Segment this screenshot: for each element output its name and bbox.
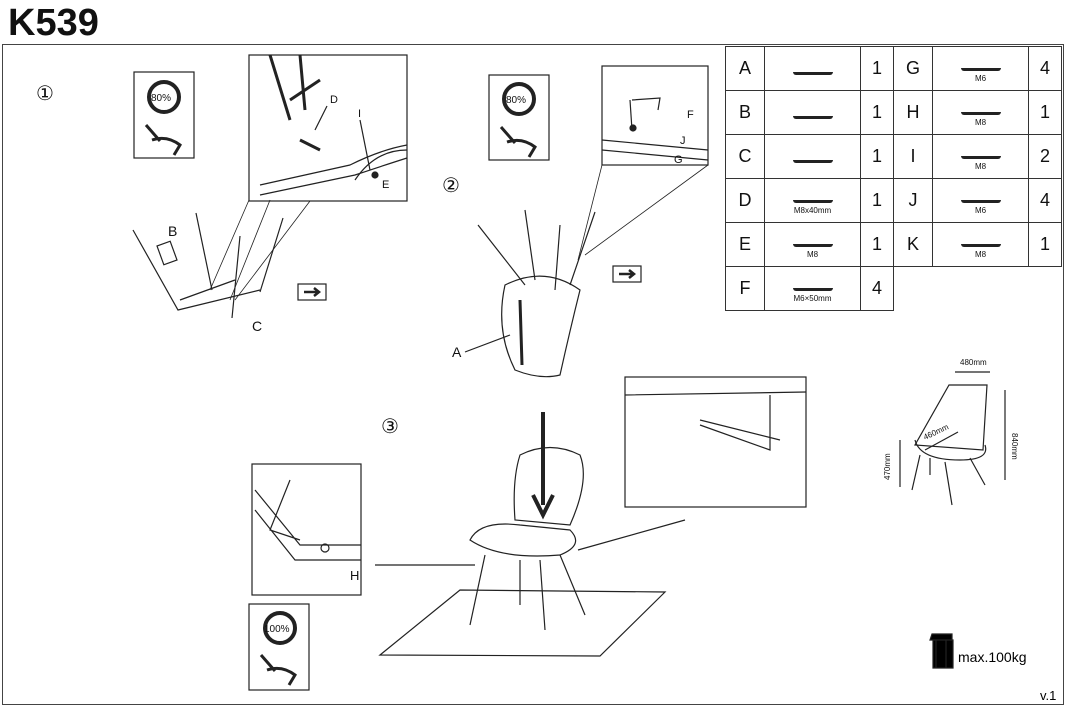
version-label: v.1 — [1040, 688, 1057, 703]
product-code-title: K539 — [8, 2, 99, 44]
step-1-detail: D I E B C — [132, 54, 408, 334]
empty-cell — [894, 267, 1062, 311]
washer-icon — [960, 144, 1001, 159]
part-image-cell: M8 — [932, 222, 1029, 267]
part-letter: E — [725, 222, 765, 267]
part-spec: M6 — [974, 205, 987, 215]
washer-icon — [960, 56, 1001, 71]
svg-text:840mm: 840mm — [1010, 433, 1019, 460]
part-quantity: 2 — [1028, 134, 1062, 179]
part-letter: B — [725, 90, 765, 135]
part-image-cell: M8 — [932, 90, 1029, 135]
svg-text:80%: 80% — [151, 93, 171, 104]
nut-icon — [792, 232, 833, 247]
part-image-cell: M8 — [764, 222, 861, 267]
part-image-cell — [764, 134, 861, 179]
svg-text:C: C — [252, 318, 262, 334]
part-spec: M8 — [806, 249, 819, 259]
part-image-cell — [764, 90, 861, 135]
part-spec: M8 — [974, 117, 987, 127]
part-letter: A — [725, 46, 765, 91]
part-quantity: 1 — [860, 90, 894, 135]
wrench-icon — [960, 232, 1001, 247]
svg-text:F: F — [687, 109, 694, 121]
part-quantity: 1 — [860, 46, 894, 91]
svg-text:G: G — [674, 154, 683, 166]
part-quantity: 1 — [860, 222, 894, 267]
seat-icon — [792, 60, 833, 75]
part-spec: M8 — [974, 249, 987, 259]
part-image-cell: M6 — [932, 46, 1029, 91]
part-image-cell: M6×50mm — [764, 266, 861, 311]
rotation-hint-2: 80% — [488, 74, 550, 161]
svg-text:100%: 100% — [264, 624, 290, 635]
svg-text:80%: 80% — [506, 95, 526, 106]
svg-text:E: E — [382, 179, 389, 191]
step-2-diagram: F J G A — [452, 65, 709, 378]
nut-icon — [960, 100, 1001, 115]
svg-text:B: B — [168, 223, 177, 239]
part-letter: F — [725, 266, 765, 311]
svg-text:H: H — [350, 568, 359, 583]
rotation-hint-1: 80% — [133, 71, 195, 159]
part-image-cell — [764, 46, 861, 91]
svg-text:480mm: 480mm — [960, 358, 987, 367]
dimension-chair-diagram: 480mm 460mm 840mm 470mm — [883, 358, 1019, 669]
part-spec: M8x40mm — [793, 205, 832, 215]
part-quantity: 1 — [860, 178, 894, 223]
svg-text:I: I — [358, 108, 361, 120]
part-letter: I — [893, 134, 933, 179]
part-quantity: 1 — [1028, 222, 1062, 267]
bolt-icon — [792, 276, 833, 291]
part-letter: C — [725, 134, 765, 179]
svg-text:D: D — [330, 94, 338, 106]
step-2-number: ② — [442, 175, 460, 197]
svg-text:470mm: 470mm — [883, 453, 892, 480]
instructions-frame — [2, 44, 1064, 705]
svg-text:A: A — [452, 344, 462, 360]
part-letter: G — [893, 46, 933, 91]
step-3-number: ③ — [381, 416, 399, 438]
part-letter: D — [725, 178, 765, 223]
bolt-icon — [792, 188, 833, 203]
step-3-diagram: H — [251, 376, 807, 657]
part-letter: H — [893, 90, 933, 135]
leg-frame-icon — [792, 148, 833, 163]
leg-frame-icon — [792, 104, 833, 119]
part-quantity: 1 — [860, 134, 894, 179]
part-image-cell: M8 — [932, 134, 1029, 179]
part-letter: J — [893, 178, 933, 223]
step-1-number: ① — [36, 83, 54, 105]
spring-washer-icon — [960, 188, 1001, 203]
parts-table-row: F M6×50mm 4 — [725, 266, 1062, 311]
part-image-cell: M8x40mm — [764, 178, 861, 223]
part-spec: M6 — [974, 73, 987, 83]
part-spec: M6×50mm — [793, 293, 832, 303]
part-letter: K — [893, 222, 933, 267]
rotation-hint-3: 100% — [248, 603, 310, 691]
part-quantity: 4 — [860, 266, 894, 311]
part-quantity: 4 — [1028, 46, 1062, 91]
svg-text:J: J — [680, 135, 686, 147]
part-quantity: 1 — [1028, 90, 1062, 135]
part-spec: M8 — [974, 161, 987, 171]
max-load-label: max.100kg — [958, 649, 1027, 665]
part-quantity: 4 — [1028, 178, 1062, 223]
part-image-cell: M6 — [932, 178, 1029, 223]
